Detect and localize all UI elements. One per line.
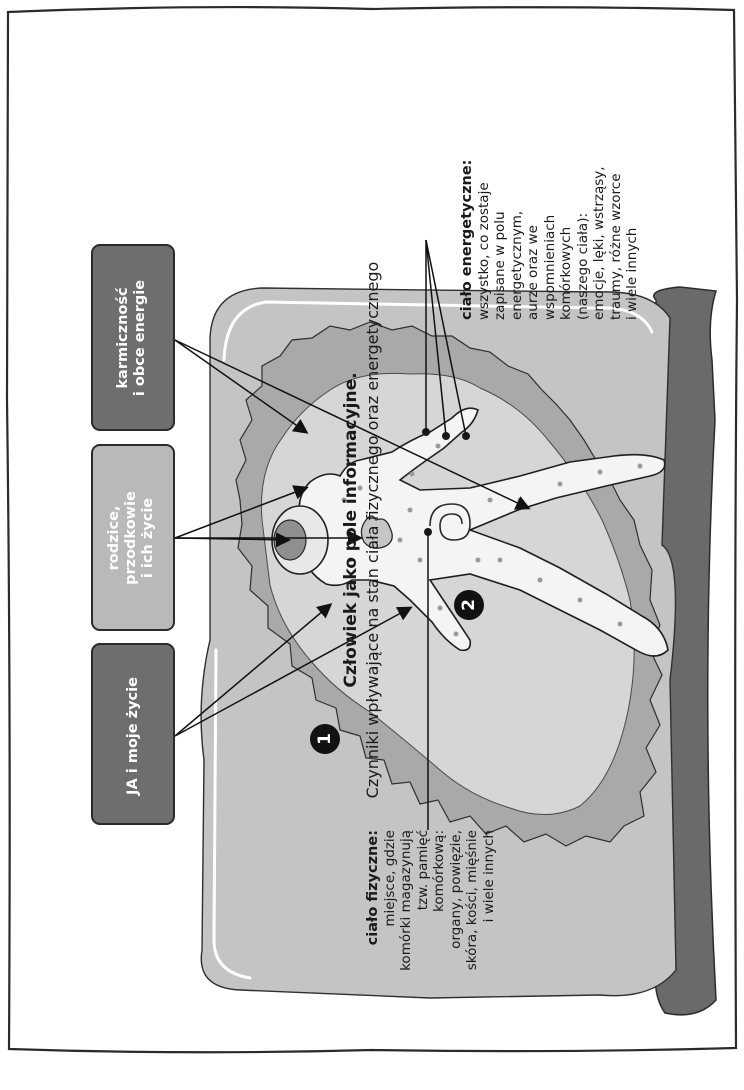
note-energy-line: wspomnieniach <box>542 20 559 320</box>
note-energy-line: aurze oraz we <box>525 20 542 320</box>
page-title: Człowiek jako pole informacyjne. <box>340 30 362 1030</box>
note-physical-line: komórki magazynują <box>398 830 415 1090</box>
note-physical-heading: ciało fizyczne: <box>365 830 382 1090</box>
box-rodzice-line-1: rodzice, <box>106 448 123 628</box>
marker-1: 1 <box>310 724 340 754</box>
note-energy-body: ciało energetyczne: wszystko, co zostaje… <box>459 20 649 320</box>
note-energy-line: emocje, lęki, wstrząsy, <box>591 20 608 320</box>
illustration-page: Człowiek jako pole informacyjne. Czynnik… <box>0 0 744 1060</box>
note-physical-line: tzw. pamięć <box>415 830 432 1090</box>
note-physical-line: miejsce, gdzie <box>382 830 399 1090</box>
note-energy-line: (naszego ciała): <box>575 20 592 320</box>
note-energy-line: energetycznym, <box>509 20 526 320</box>
note-physical-line: organy, powięzie, <box>448 830 465 1090</box>
box-ja-label: JA i moje życie <box>117 646 149 826</box>
box-karmicznosc-label: karmiczność i obce energie <box>115 248 151 428</box>
box-rodzice-line-2: przodkowie <box>123 448 140 628</box>
box-rodzice-label: rodzice, przodkowie i ich życie <box>106 448 160 628</box>
note-physical-line: i wiele innych <box>481 830 498 1090</box>
note-energy-line: komórkowych <box>558 20 575 320</box>
note-energy-line: wszystko, co zostaje <box>476 20 493 320</box>
box-karma-line-2: i obce energie <box>132 248 149 428</box>
note-physical-line: komórkową: <box>431 830 448 1090</box>
note-energy-line: traumy, różne wzorce <box>608 20 625 320</box>
note-energy-line: i wiele innych <box>624 20 641 320</box>
box-ja-line: JA i moje życie <box>117 646 149 826</box>
box-karma-line-1: karmiczność <box>115 248 132 428</box>
marker-2: 2 <box>454 590 484 620</box>
note-physical-line: skóra, kości, mięśnie <box>464 830 481 1090</box>
box-rodzice-line-3: i ich życie <box>140 448 157 628</box>
note-energy-heading: ciało energetyczne: <box>459 20 476 320</box>
note-physical-body: ciało fizyczne: miejsce, gdzie komórki m… <box>365 830 495 1090</box>
note-energy-line: zapisane w polu <box>492 20 509 320</box>
